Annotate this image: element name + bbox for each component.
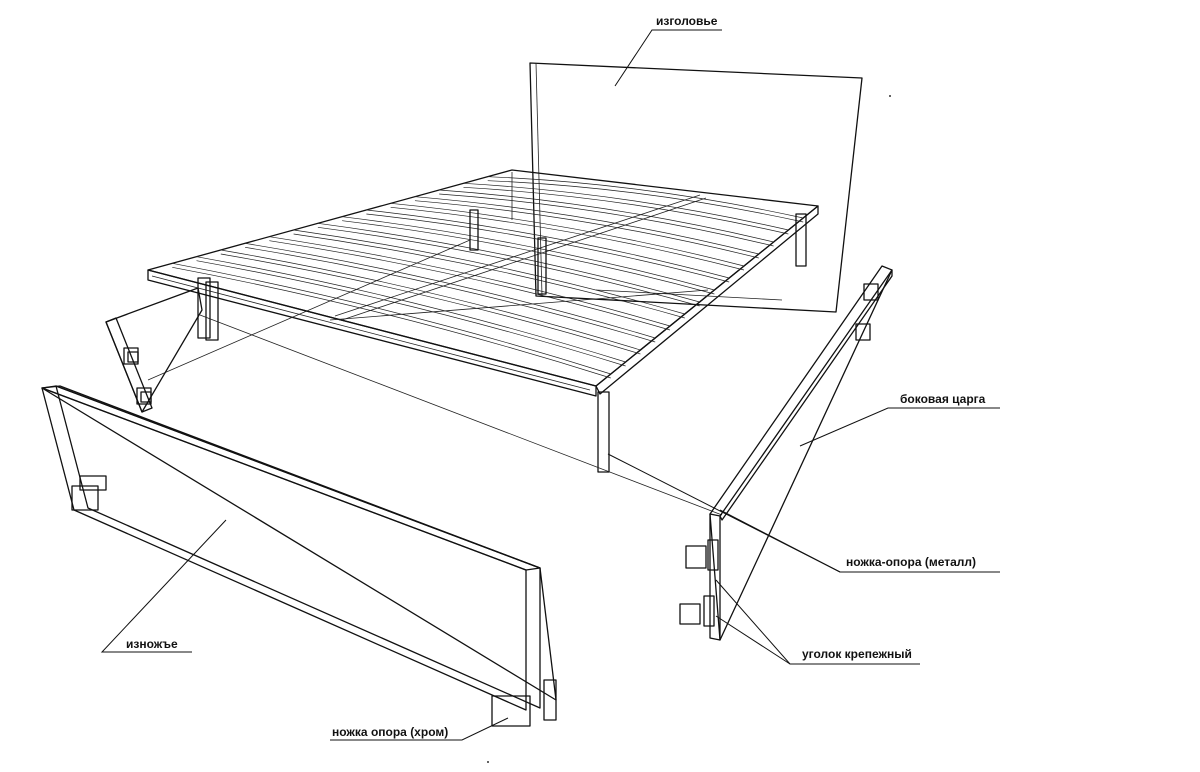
label-headboard: изголовье <box>656 14 718 28</box>
slat <box>220 249 641 351</box>
slat <box>196 260 626 367</box>
slat <box>366 209 730 279</box>
frame-leg-center-back <box>469 209 479 251</box>
frame-leg-left <box>197 277 211 339</box>
bracket-icon <box>136 387 152 405</box>
slat <box>269 240 671 331</box>
headboard-panel <box>529 62 863 313</box>
slat <box>366 213 730 283</box>
guide-line-2 <box>199 314 723 516</box>
slat <box>439 189 774 243</box>
callout-leg-chrome: ножка опора (хром) <box>330 717 509 741</box>
frame-leg-center <box>537 237 547 295</box>
guide-line-1 <box>147 239 471 381</box>
slat <box>293 233 685 319</box>
label-bracket: уголок крепежный <box>802 647 912 661</box>
slat <box>269 236 671 327</box>
slat <box>414 200 759 259</box>
slatted-frame <box>147 169 819 473</box>
slat <box>220 253 641 355</box>
chrome-leg-icon <box>491 679 557 727</box>
frame-leg-front <box>597 391 610 473</box>
callout-footboard: изножъе <box>100 519 227 653</box>
label-footboard: изножъе <box>126 637 178 651</box>
stray-dot <box>487 761 489 763</box>
bracket-icon <box>855 283 879 341</box>
slat <box>196 256 626 363</box>
callout-leg-metal: ножка-опора (металл) <box>607 453 1000 573</box>
slat <box>293 229 685 315</box>
slat <box>463 186 789 235</box>
slat <box>390 206 745 271</box>
callout-headboard: изголовье <box>614 14 722 87</box>
slat <box>463 182 789 231</box>
slat <box>317 226 700 307</box>
callout-side-rail: боковая царга <box>799 392 1000 447</box>
label-leg-chrome: ножка опора (хром) <box>332 725 448 739</box>
slat <box>342 216 715 291</box>
frame-leg-right <box>795 213 807 267</box>
stray-dot <box>889 95 891 97</box>
bracket-icon <box>679 595 715 627</box>
slat <box>172 262 611 375</box>
slat <box>390 202 745 267</box>
slat <box>487 176 804 219</box>
slat <box>317 222 700 303</box>
bracket-icon <box>685 539 719 571</box>
slat <box>172 266 611 379</box>
side-rail-left <box>105 287 203 413</box>
bracket-icon <box>123 347 139 365</box>
frame-leg-left-side <box>205 281 219 341</box>
label-side-rail: боковая царга <box>900 392 986 406</box>
slats-group <box>172 176 804 379</box>
guide-line-3 <box>595 289 783 301</box>
footboard-panel <box>41 385 557 727</box>
label-leg-metal: ножка-опора (металл) <box>846 555 976 569</box>
slat <box>245 242 656 339</box>
slat <box>245 246 656 343</box>
chrome-leg-icon <box>71 475 107 511</box>
slat <box>414 196 759 255</box>
slat <box>439 193 774 247</box>
side-rail-right <box>679 265 893 641</box>
callout-bracket: уголок крепежный <box>715 579 920 665</box>
slat <box>487 180 804 223</box>
slat <box>342 220 715 295</box>
